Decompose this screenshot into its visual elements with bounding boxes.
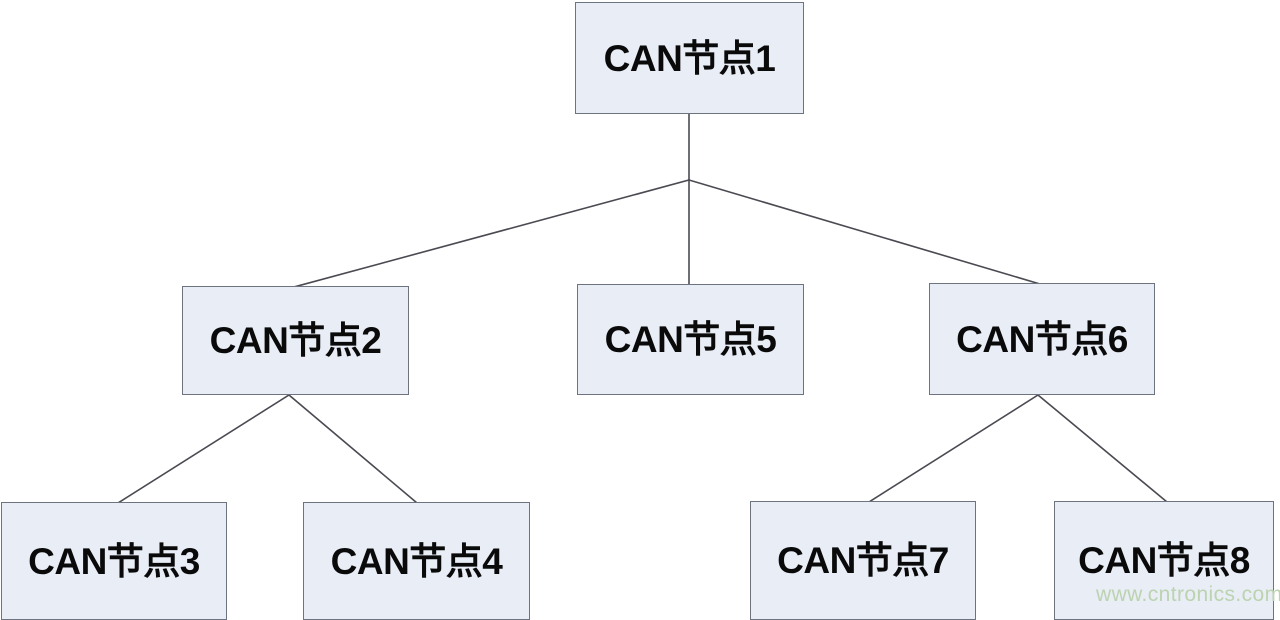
- node-label: CAN节点1: [603, 37, 776, 79]
- node-can-7[interactable]: CAN节点7: [750, 501, 976, 620]
- node-can-5[interactable]: CAN节点5: [577, 284, 804, 395]
- node-label: CAN节点7: [777, 540, 949, 581]
- node-label: CAN节点4: [330, 540, 503, 582]
- node-label: CAN节点6: [956, 318, 1128, 360]
- edge-node2-node3: [116, 393, 291, 505]
- edge-node1-node2: [293, 179, 690, 288]
- node-can-1[interactable]: CAN节点1: [575, 2, 804, 114]
- edge-node2-node4: [287, 393, 419, 505]
- node-can-3[interactable]: CAN节点3: [1, 502, 227, 620]
- node-label: CAN节点8: [1078, 540, 1250, 581]
- edge-node6-node7: [867, 393, 1040, 504]
- node-label: CAN节点2: [209, 320, 382, 361]
- node-can-2[interactable]: CAN节点2: [182, 286, 409, 395]
- edge-node6-node8: [1036, 393, 1169, 504]
- node-can-6[interactable]: CAN节点6: [929, 283, 1155, 395]
- edge-node1-node6: [688, 179, 1041, 285]
- node-label: CAN节点5: [604, 319, 777, 360]
- node-label: CAN节点3: [28, 540, 200, 582]
- node-can-4[interactable]: CAN节点4: [303, 502, 530, 620]
- watermark: www.cntronics.com: [1096, 583, 1280, 606]
